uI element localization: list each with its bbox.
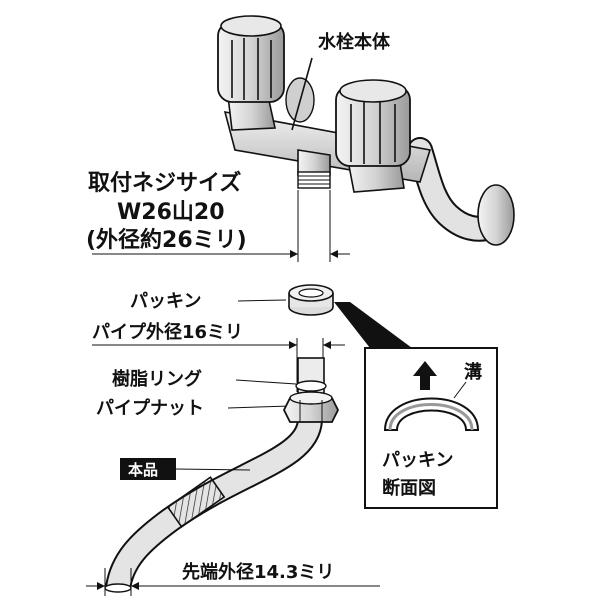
thread-size-title: 取付ネジサイズ xyxy=(88,170,241,196)
product-badge-text: 本品 xyxy=(128,461,158,479)
packing-ring xyxy=(288,284,334,316)
pipe-outer-diameter-label: パイプ外径16ミリ xyxy=(92,321,243,343)
groove-label: 溝 xyxy=(464,361,482,383)
thread-size-spec: W26山20 xyxy=(117,200,225,225)
faucet-body-leader xyxy=(291,57,313,131)
up-arrow-icon xyxy=(413,361,437,390)
packing-section-title-line2: 断面図 xyxy=(382,477,436,499)
packing-label: パッキン xyxy=(130,291,201,312)
thread-outer-diameter: (外径約26ミリ) xyxy=(86,227,247,253)
thread-lines xyxy=(298,175,330,185)
packing-section-title-line1: パッキン xyxy=(382,450,453,471)
packing-leader xyxy=(237,299,287,302)
groove-leader xyxy=(453,381,467,399)
tip-outer-diameter-label: 先端外径14.3ミリ xyxy=(182,561,334,583)
resin-ring-leader xyxy=(235,379,297,385)
resin-ring-label: 樹脂リング xyxy=(112,368,202,390)
pipe-nut-leader xyxy=(227,405,291,409)
packing-section-box: 溝 パッキン 断面図 xyxy=(364,347,498,509)
pipe-dimension xyxy=(92,338,345,392)
section-callout-wedge xyxy=(334,302,412,348)
thread-dimension xyxy=(92,190,350,262)
product-pipe xyxy=(104,357,340,593)
pipe-nut-label: パイプナット xyxy=(96,397,204,419)
faucet-body-label: 水栓本体 xyxy=(318,31,391,53)
product-badge: 本品 xyxy=(120,458,251,480)
tip-dimension xyxy=(86,568,380,596)
